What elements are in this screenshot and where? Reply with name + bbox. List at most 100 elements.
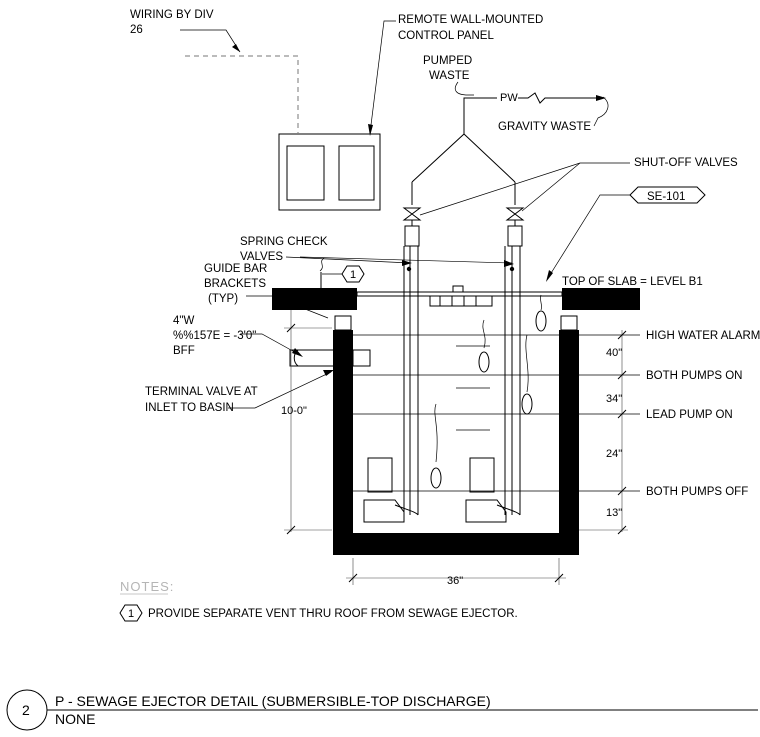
control-panel-door-left (286, 145, 325, 201)
float-cord-4 (540, 294, 542, 311)
right-pump-elbow (496, 504, 521, 516)
spring-check-leader-right (299, 256, 513, 264)
inlet-leader (240, 333, 301, 356)
depth-dimension: 10-0" (281, 310, 332, 535)
detail-title: P - SEWAGE EJECTOR DETAIL (SUBMERSIBLE-T… (55, 693, 491, 709)
float-switches (430, 294, 547, 489)
check-valve-body-left (404, 225, 420, 247)
float-switch-4 (535, 310, 547, 332)
dim-40: 40" (606, 347, 622, 359)
level-both-on-label: BOTH PUMPS ON (646, 370, 742, 382)
width-tick-right (554, 573, 564, 583)
width-dimension: 36" (346, 558, 566, 587)
level-dim-tick (617, 409, 627, 419)
float-cord-2 (434, 403, 438, 463)
title-block: 2 P - SEWAGE EJECTOR DETAIL (SUBMERSIBLE… (6, 689, 758, 731)
inlet-leader-arrow (292, 348, 303, 357)
left-pump-volute (363, 499, 405, 523)
pw-line-break (518, 92, 600, 104)
equipment-tag-text: SE-101 (647, 191, 685, 203)
level-dimensions: 40" 34" 24" 13" (579, 330, 628, 535)
pw-tag: PW (500, 92, 518, 104)
dim-34: 34" (606, 393, 622, 405)
wiring-label-line1: WIRING BY DIV (130, 9, 214, 21)
discharge-riser-left (411, 97, 497, 183)
note-1-text: PROVIDE SEPARATE VENT THRU ROOF FROM SEW… (148, 608, 518, 620)
terminal-valve-line1: TERMINAL VALVE AT (145, 386, 258, 398)
panel-label-line2: CONTROL PANEL (398, 30, 494, 42)
shutoff-valve-left (402, 207, 422, 221)
wiring-callout: WIRING BY DIV 26 (130, 9, 299, 133)
basin-wall-left (333, 330, 353, 555)
guide-bar-line1: GUIDE BAR (204, 263, 267, 275)
level-dim-tick (617, 330, 627, 340)
depth-dim-text: 10-0" (281, 405, 307, 417)
wiring-label-line2: 26 (130, 24, 143, 36)
spring-check-dot-left (406, 266, 412, 272)
pumped-waste-line2: WASTE (429, 70, 470, 82)
wiring-dashed-run (185, 55, 299, 133)
wiring-leader (180, 29, 241, 53)
equipment-tag-hexagon (629, 186, 706, 204)
float-switch-3 (521, 393, 533, 415)
basin-cover (356, 291, 563, 297)
level-dim-tick (617, 370, 627, 380)
level-lines: HIGH WATER ALARM BOTH PUMPS ON LEAD PUMP… (333, 330, 760, 498)
detail-number: 2 (22, 702, 30, 718)
inlet-pipe-body (289, 349, 371, 367)
left-pump-motor (367, 457, 393, 493)
pump-assembly-right (465, 246, 521, 523)
left-pump-elbow (394, 504, 419, 516)
terminal-valve-line2: INLET TO BASIN (145, 402, 234, 414)
guide-bracket-left (334, 315, 352, 331)
control-panel-door-right (338, 145, 375, 201)
equipment-tag: SE-101 (546, 186, 706, 282)
spring-check-line1: SPRING CHECK (240, 236, 328, 248)
top-of-slab-label: TOP OF SLAB = LEVEL B1 (562, 276, 703, 288)
level-dim-tick (617, 486, 627, 496)
pump-assembly-left (363, 246, 419, 523)
basin (333, 315, 579, 555)
check-valve-body-right (507, 225, 523, 247)
shutoff-leader-right (521, 162, 581, 212)
discharge-riser-right (463, 133, 516, 183)
note-1-hexagon (119, 604, 143, 622)
right-pump-volute (465, 499, 507, 523)
guide-bar-line2: BRACKETS (204, 278, 266, 290)
inlet-label-line3: BFF (173, 345, 195, 357)
pumped-waste-leader (454, 81, 474, 96)
shutoff-valves-label: SHUT-OFF VALVES (634, 157, 738, 169)
terminal-valve-leader (228, 371, 332, 409)
vent-keynote: 1 (319, 257, 365, 290)
equipment-tag-leader (547, 194, 630, 279)
shutoff-leader-left (419, 162, 630, 216)
float-switch-2 (430, 467, 442, 489)
level-lead-on-label: LEAD PUMP ON (646, 409, 733, 421)
shutoff-valves: SHUT-OFF VALVES (402, 157, 738, 247)
gravity-waste-label: GRAVITY WASTE (498, 121, 591, 133)
control-panel-box (278, 133, 381, 211)
spring-check-line2: VALVES (240, 251, 283, 263)
dim-24: 24" (606, 448, 622, 460)
vent-keynote-mark: 1 (350, 269, 356, 281)
inlet-label-line1: 4"W (173, 315, 194, 327)
spring-check-leader-left (285, 256, 411, 264)
inlet-pipe: 4"W %%157E = -3'0" BFF (173, 315, 371, 367)
inlet-label-line2: %%157E = -3'0" (173, 330, 256, 342)
shutoff-valve-right (505, 207, 525, 221)
vent-keynote-hexagon (341, 265, 365, 283)
width-tick-left (348, 573, 358, 583)
basin-floor (333, 533, 579, 555)
width-dim-text: 36" (447, 575, 463, 587)
panel-label-line1: REMOTE WALL-MOUNTED (398, 14, 543, 26)
terminal-valve-arrow (323, 370, 334, 376)
notes-heading: NOTES: (120, 579, 174, 594)
level-high-water-label: HIGH WATER ALARM (646, 330, 760, 342)
slab-right (562, 288, 640, 310)
depth-tick-top (286, 323, 296, 333)
cover-handle (452, 285, 464, 293)
vent-break-symbol (319, 257, 325, 272)
gravity-leader (593, 96, 609, 127)
